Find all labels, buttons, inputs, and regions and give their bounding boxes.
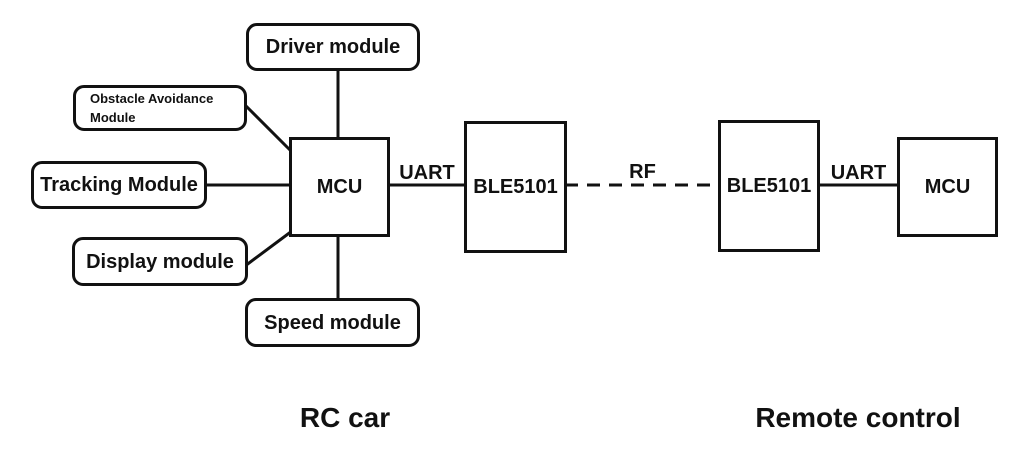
driver-module-label: Driver module bbox=[265, 36, 401, 58]
display-mcu-line bbox=[244, 229, 293, 268]
obstacle-mcu-line bbox=[239, 99, 294, 154]
tracking-module-box: Tracking Module bbox=[31, 161, 207, 209]
tracking-module-label: Tracking Module bbox=[40, 174, 198, 196]
speed-module-box: Speed module bbox=[245, 298, 420, 347]
uart-right-link-label: UART bbox=[830, 162, 887, 184]
speed-module-label: Speed module bbox=[264, 311, 401, 334]
driver-module-box: Driver module bbox=[246, 23, 420, 71]
remote-ble5101-box: BLE5101 bbox=[718, 120, 820, 252]
display-module-box: Display module bbox=[72, 237, 248, 286]
remote-mcu-label: MCU bbox=[924, 176, 971, 198]
remote-control-caption: Remote control bbox=[755, 402, 961, 433]
obstacle-avoidance-module-label: Obstacle Avoidance Module bbox=[90, 91, 214, 125]
obstacle-avoidance-module-box: Obstacle Avoidance Module bbox=[73, 85, 247, 131]
uart-left-link-label: UART bbox=[399, 162, 455, 184]
rc-car-caption: RC car bbox=[299, 402, 391, 433]
rc-car-ble5101-label: BLE5101 bbox=[473, 176, 558, 198]
rc-car-mcu-box: MCU bbox=[289, 137, 390, 237]
rc-car-ble5101-box: BLE5101 bbox=[464, 121, 567, 253]
display-module-label: Display module bbox=[86, 250, 234, 273]
rf-link-label: RF bbox=[629, 161, 656, 183]
remote-ble5101-label: BLE5101 bbox=[726, 175, 812, 197]
remote-mcu-box: MCU bbox=[897, 137, 998, 237]
rc-car-mcu-label: MCU bbox=[316, 176, 363, 198]
